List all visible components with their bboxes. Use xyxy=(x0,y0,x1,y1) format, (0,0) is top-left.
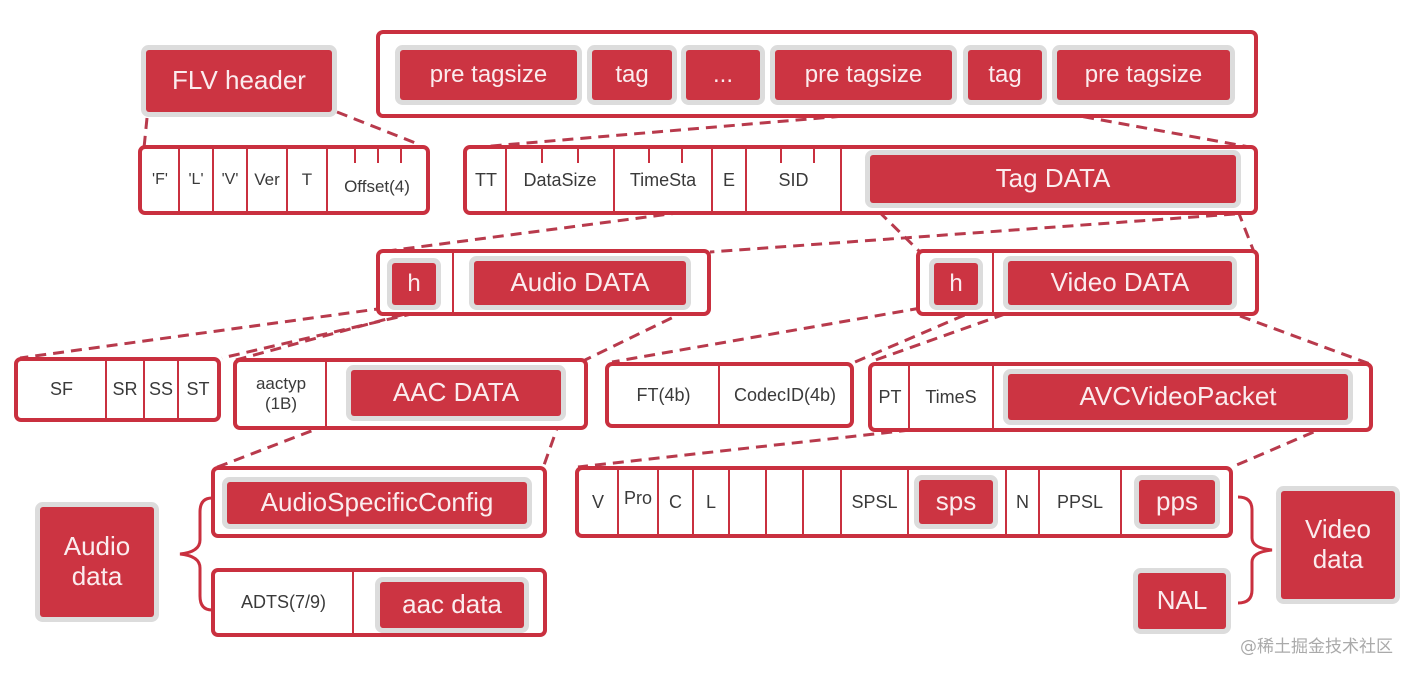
audio-legend-line2: data xyxy=(71,561,123,591)
offset-tick xyxy=(354,149,356,163)
audio-header-fields: SF SR SS ST xyxy=(14,357,221,422)
tag-structure: TT DataSize TimeSta E SID Tag DATA xyxy=(463,145,1258,215)
field-type: T xyxy=(288,149,328,211)
adts-frame: ADTS(7/9) aac data xyxy=(211,568,547,637)
field-profile: Pro xyxy=(619,470,659,534)
field-data-size: DataSize xyxy=(507,149,615,211)
video-brace xyxy=(1237,495,1273,605)
aac-type-line1: aactyp xyxy=(255,374,307,394)
field-tick xyxy=(813,149,815,163)
field-v: 'V' xyxy=(214,149,248,211)
audio-tag-header-cell xyxy=(380,253,454,312)
tag-data-block: Tag DATA xyxy=(870,155,1236,203)
connector-video-h-right xyxy=(854,306,982,364)
video-data-legend: Video data xyxy=(1281,491,1395,599)
field-version: V xyxy=(579,470,619,534)
flv-header-fields: 'F' 'L' 'V' Ver T Offset(4) xyxy=(138,145,430,215)
avc-decoder-config: V Pro C L SPSL sps N PPSL pps xyxy=(575,466,1233,538)
flv-header-label: FLV header xyxy=(172,65,306,96)
connector-avc-left xyxy=(577,428,911,469)
field-reserved xyxy=(767,470,804,534)
field-pps-count: N xyxy=(1005,470,1040,534)
audio-specific-config-block: AudioSpecificConfig xyxy=(227,482,527,524)
field-compatibility: C xyxy=(659,470,694,534)
body-item-tag: tag xyxy=(592,50,672,100)
field-tick xyxy=(648,149,650,163)
field-tick xyxy=(541,149,543,163)
connector-audio-tag-right xyxy=(709,212,1236,254)
field-l: 'L' xyxy=(180,149,214,211)
field-tag-type: TT xyxy=(467,149,507,211)
video-header-fields: FT(4b) CodecID(4b) xyxy=(605,362,854,428)
aac-data-block: AAC DATA xyxy=(351,370,561,416)
body-item-pre-tagsize: pre tagsize xyxy=(400,50,577,100)
avc-video-packet-block: AVCVideoPacket xyxy=(1008,374,1348,420)
field-sps-length: SPSL xyxy=(842,470,909,534)
connector-video-data-right xyxy=(1239,314,1371,366)
aac-type-line2: (1B) xyxy=(264,394,298,413)
audio-tag: h Audio DATA xyxy=(376,249,711,316)
aac-data-raw-block: aac data xyxy=(380,582,524,628)
field-version: Ver xyxy=(248,149,288,211)
field-f: 'F' xyxy=(142,149,180,211)
field-timestamp: TimeSta xyxy=(615,149,713,211)
watermark: @稀土掘金技术社区 xyxy=(1240,637,1393,657)
field-stream-id: SID xyxy=(747,149,842,211)
sps-block: sps xyxy=(919,480,993,524)
field-sound-format: SF xyxy=(18,361,107,418)
field-sound-size: SS xyxy=(145,361,179,418)
connector-flv-header-left xyxy=(142,117,149,149)
field-sound-rate: SR xyxy=(107,361,145,418)
video-tag-header-cell xyxy=(920,253,994,312)
video-data-block: Video DATA xyxy=(1008,261,1232,305)
field-reserved xyxy=(730,470,767,534)
body-item-pre-tagsize: pre tagsize xyxy=(775,50,952,100)
body-item-tag: tag xyxy=(968,50,1042,100)
video-tag: h Video DATA xyxy=(916,249,1259,316)
field-tick xyxy=(780,149,782,163)
audio-brace xyxy=(179,496,213,612)
connector-audio-tag-left xyxy=(379,208,701,254)
field-composition-time: TimeS xyxy=(910,366,994,428)
video-tag-header: h xyxy=(934,263,978,305)
video-legend-line2: data xyxy=(1312,544,1364,574)
pps-block: pps xyxy=(1139,480,1215,524)
aac-packet: aactyp (1B) AAC DATA xyxy=(233,358,588,430)
field-pps-length: PPSL xyxy=(1040,470,1122,534)
offset-tick xyxy=(377,149,379,163)
field-sound-type: ST xyxy=(186,379,210,400)
audio-legend-line1: Audio xyxy=(63,531,131,562)
body-item-ellipsis: ... xyxy=(686,50,760,100)
audio-specific-config-frame: AudioSpecificConfig xyxy=(211,466,547,538)
flv-header-block: FLV header xyxy=(146,50,332,112)
field-frame-type: FT(4b) xyxy=(609,366,720,424)
flv-body: pre tagsize tag ... pre tagsize tag pre … xyxy=(376,30,1258,118)
connector-video-tag-right xyxy=(1236,210,1256,253)
field-tick xyxy=(577,149,579,163)
avc-video-packet: PT TimeS AVCVideoPacket xyxy=(868,362,1373,432)
connector-video-data-left xyxy=(869,312,1006,364)
audio-tag-header: h xyxy=(392,263,436,305)
field-tick xyxy=(681,149,683,163)
connector-audio-h-left xyxy=(19,306,386,360)
field-codec-id: CodecID(4b) xyxy=(733,384,837,405)
field-aac-packet-type: aactyp (1B) xyxy=(237,362,327,426)
connector-video-h-left xyxy=(611,306,922,364)
field-reserved xyxy=(804,470,842,534)
field-timestamp-ext: E xyxy=(713,149,747,211)
nal-block: NAL xyxy=(1138,573,1226,629)
field-offset: Offset(4) xyxy=(344,177,410,197)
field-adts-header: ADTS(7/9) xyxy=(215,572,354,633)
connector-audio-data-left xyxy=(235,308,421,362)
audio-data-block: Audio DATA xyxy=(474,261,686,305)
audio-data-legend: Audio data xyxy=(40,507,154,617)
field-level: L xyxy=(694,470,730,534)
field-avc-packet-type: PT xyxy=(872,366,910,428)
video-legend-line1: Video xyxy=(1304,514,1372,545)
offset-tick xyxy=(400,149,402,163)
connector-audio-data-right xyxy=(584,308,689,362)
body-item-pre-tagsize: pre tagsize xyxy=(1057,50,1230,100)
